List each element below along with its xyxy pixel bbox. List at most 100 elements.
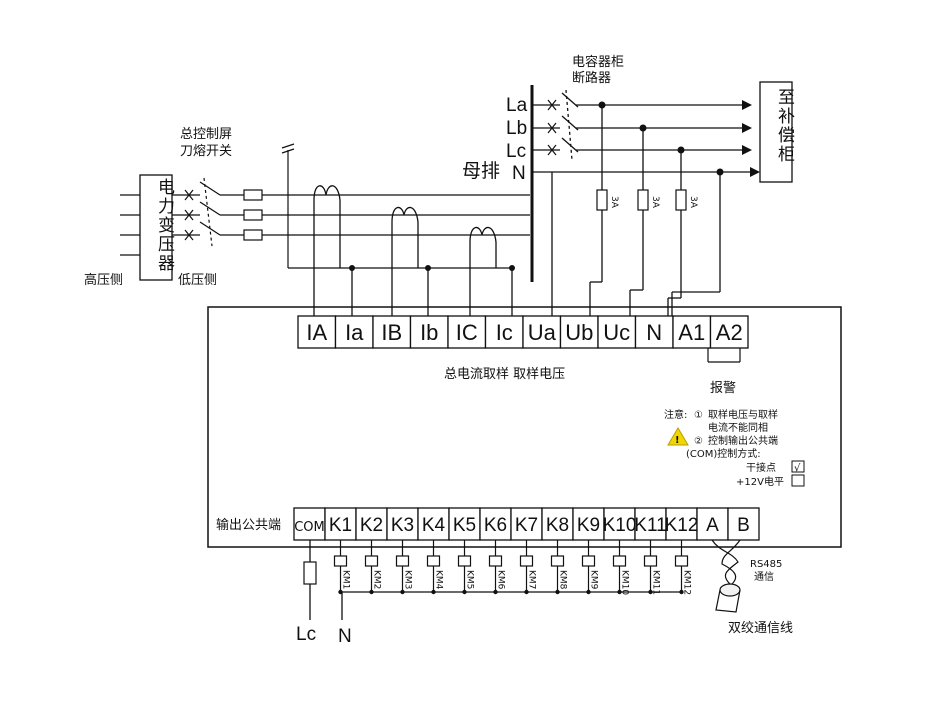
top-terminal-label: Ib (420, 320, 438, 345)
low-side-label: 低压侧 (178, 273, 217, 288)
bottom-terminal-label: K1 (329, 515, 352, 536)
bottom-terminal-label: K8 (546, 515, 569, 536)
top-terminal-ib (409, 315, 449, 349)
main-fuses (243, 189, 263, 241)
top-terminal-uc (597, 315, 637, 349)
v12-label: +12V电平 (736, 475, 784, 488)
sample-label: 总电流取样 取样电压 (444, 367, 565, 382)
top-terminal-label: IA (306, 320, 327, 345)
fuse-rating: 3A (609, 196, 619, 209)
bottom-terminal-label: K3 (391, 515, 414, 536)
top-terminal-label: Uc (603, 320, 630, 345)
bottom-terminal-a (696, 507, 729, 541)
sample-fuses (596, 189, 687, 211)
note-1-line-2: 电流不能同相 (708, 421, 768, 434)
relay-coil (581, 555, 596, 567)
bottom-terminal-label: K12 (665, 515, 699, 536)
transformer-box (139, 174, 173, 281)
controller-box (207, 306, 842, 548)
relay-label: KM2 (372, 570, 382, 589)
com-output-wires (309, 540, 343, 620)
comm-label: 通信 (754, 571, 774, 583)
relay-coil (519, 555, 534, 567)
bus-line-label: Lb (506, 118, 527, 139)
arrowheads (742, 100, 760, 177)
relay-label: KM1 (341, 570, 351, 589)
relay-label: KM7 (527, 570, 537, 589)
bus-line-label: La (506, 95, 528, 116)
top-terminal-ib (372, 315, 412, 349)
bottom-terminal-k9 (572, 507, 605, 541)
top-terminal-label: IB (381, 320, 402, 345)
fuse-rating: 3A (650, 196, 660, 209)
relay-coil (550, 555, 565, 567)
high-side-label: 高压侧 (84, 272, 123, 288)
bottom-terminal-label: K4 (422, 515, 446, 536)
top-terminal-label: A2 (716, 320, 743, 345)
dry-contact-label: 干接点 (746, 461, 776, 474)
main-phase-lines (120, 194, 530, 256)
dry-contact-checkbox (791, 460, 805, 473)
output-lc-label: Lc (296, 624, 316, 645)
relay-coil (426, 555, 441, 567)
top-terminal-label: Ub (565, 320, 593, 345)
top-terminal-ia (334, 315, 374, 349)
compensation-box (759, 81, 793, 183)
relay-label: KM9 (589, 570, 599, 590)
bottom-terminal-label: K7 (515, 515, 538, 536)
notes-title: 注意: (664, 408, 687, 421)
top-terminal-label: Ua (528, 320, 557, 345)
bottom-terminal-label: A (706, 515, 719, 536)
top-terminal-ia (297, 315, 337, 349)
relay-coil (488, 555, 503, 567)
top-terminal-a2 (709, 315, 749, 349)
warning-mark: ! (675, 435, 680, 446)
junction-dots (349, 101, 724, 271)
rs485-label: RS485 (750, 559, 782, 570)
capacitor-feed-lines (532, 89, 752, 173)
note-2-line-2: (COM)控制方式: (686, 447, 761, 460)
bottom-terminal-label: K9 (577, 515, 600, 536)
ground-symbol (281, 143, 295, 268)
bus-line-label: N (512, 163, 526, 184)
relay-coil (674, 555, 689, 567)
top-terminal-ub (559, 315, 599, 349)
knife-label-1: 总控制屏 (180, 127, 232, 142)
relay-label: KM12 (682, 570, 692, 595)
com-fuse (303, 561, 317, 585)
relay-label: KM3 (403, 570, 413, 589)
relay-label: KM4 (434, 570, 444, 590)
warning-icon (667, 427, 689, 446)
bottom-terminal-k8 (541, 507, 574, 541)
output-n-label: N (338, 626, 352, 647)
top-terminal-label: A1 (678, 320, 705, 345)
relay-label: KM10 (620, 570, 630, 595)
relay-label: KM11 (651, 570, 661, 595)
bottom-terminal-label: K5 (453, 515, 476, 536)
top-terminal-label: Ia (345, 320, 364, 345)
top-terminal-n (634, 315, 674, 349)
breaker-marks (547, 99, 557, 156)
top-terminal-label: IC (456, 320, 478, 345)
bottom-terminal-label: K6 (484, 515, 507, 536)
top-terminal-label: Ic (496, 320, 513, 345)
relay-label: KM5 (465, 570, 475, 589)
top-terminal-ic (484, 315, 524, 349)
note-1-line-1: 取样电压与取样 (708, 408, 778, 421)
bottom-terminal-k6 (479, 507, 512, 541)
bottom-terminal-label: K10 (603, 515, 637, 536)
relay-coil (364, 555, 379, 567)
transformer-label: 电力变压器 (154, 178, 175, 273)
bottom-terminal-label: K11 (634, 515, 666, 536)
relay-label: KM6 (496, 570, 506, 590)
rs485-twisted-pair (711, 539, 741, 613)
bottom-terminal-k4 (417, 507, 450, 541)
compensation-label: 至补偿柜 (774, 88, 795, 164)
breaker-label-2: 断路器 (572, 70, 611, 86)
knife-label-2: 刀熔开关 (180, 144, 232, 159)
bottom-terminal-label: K2 (360, 515, 383, 536)
